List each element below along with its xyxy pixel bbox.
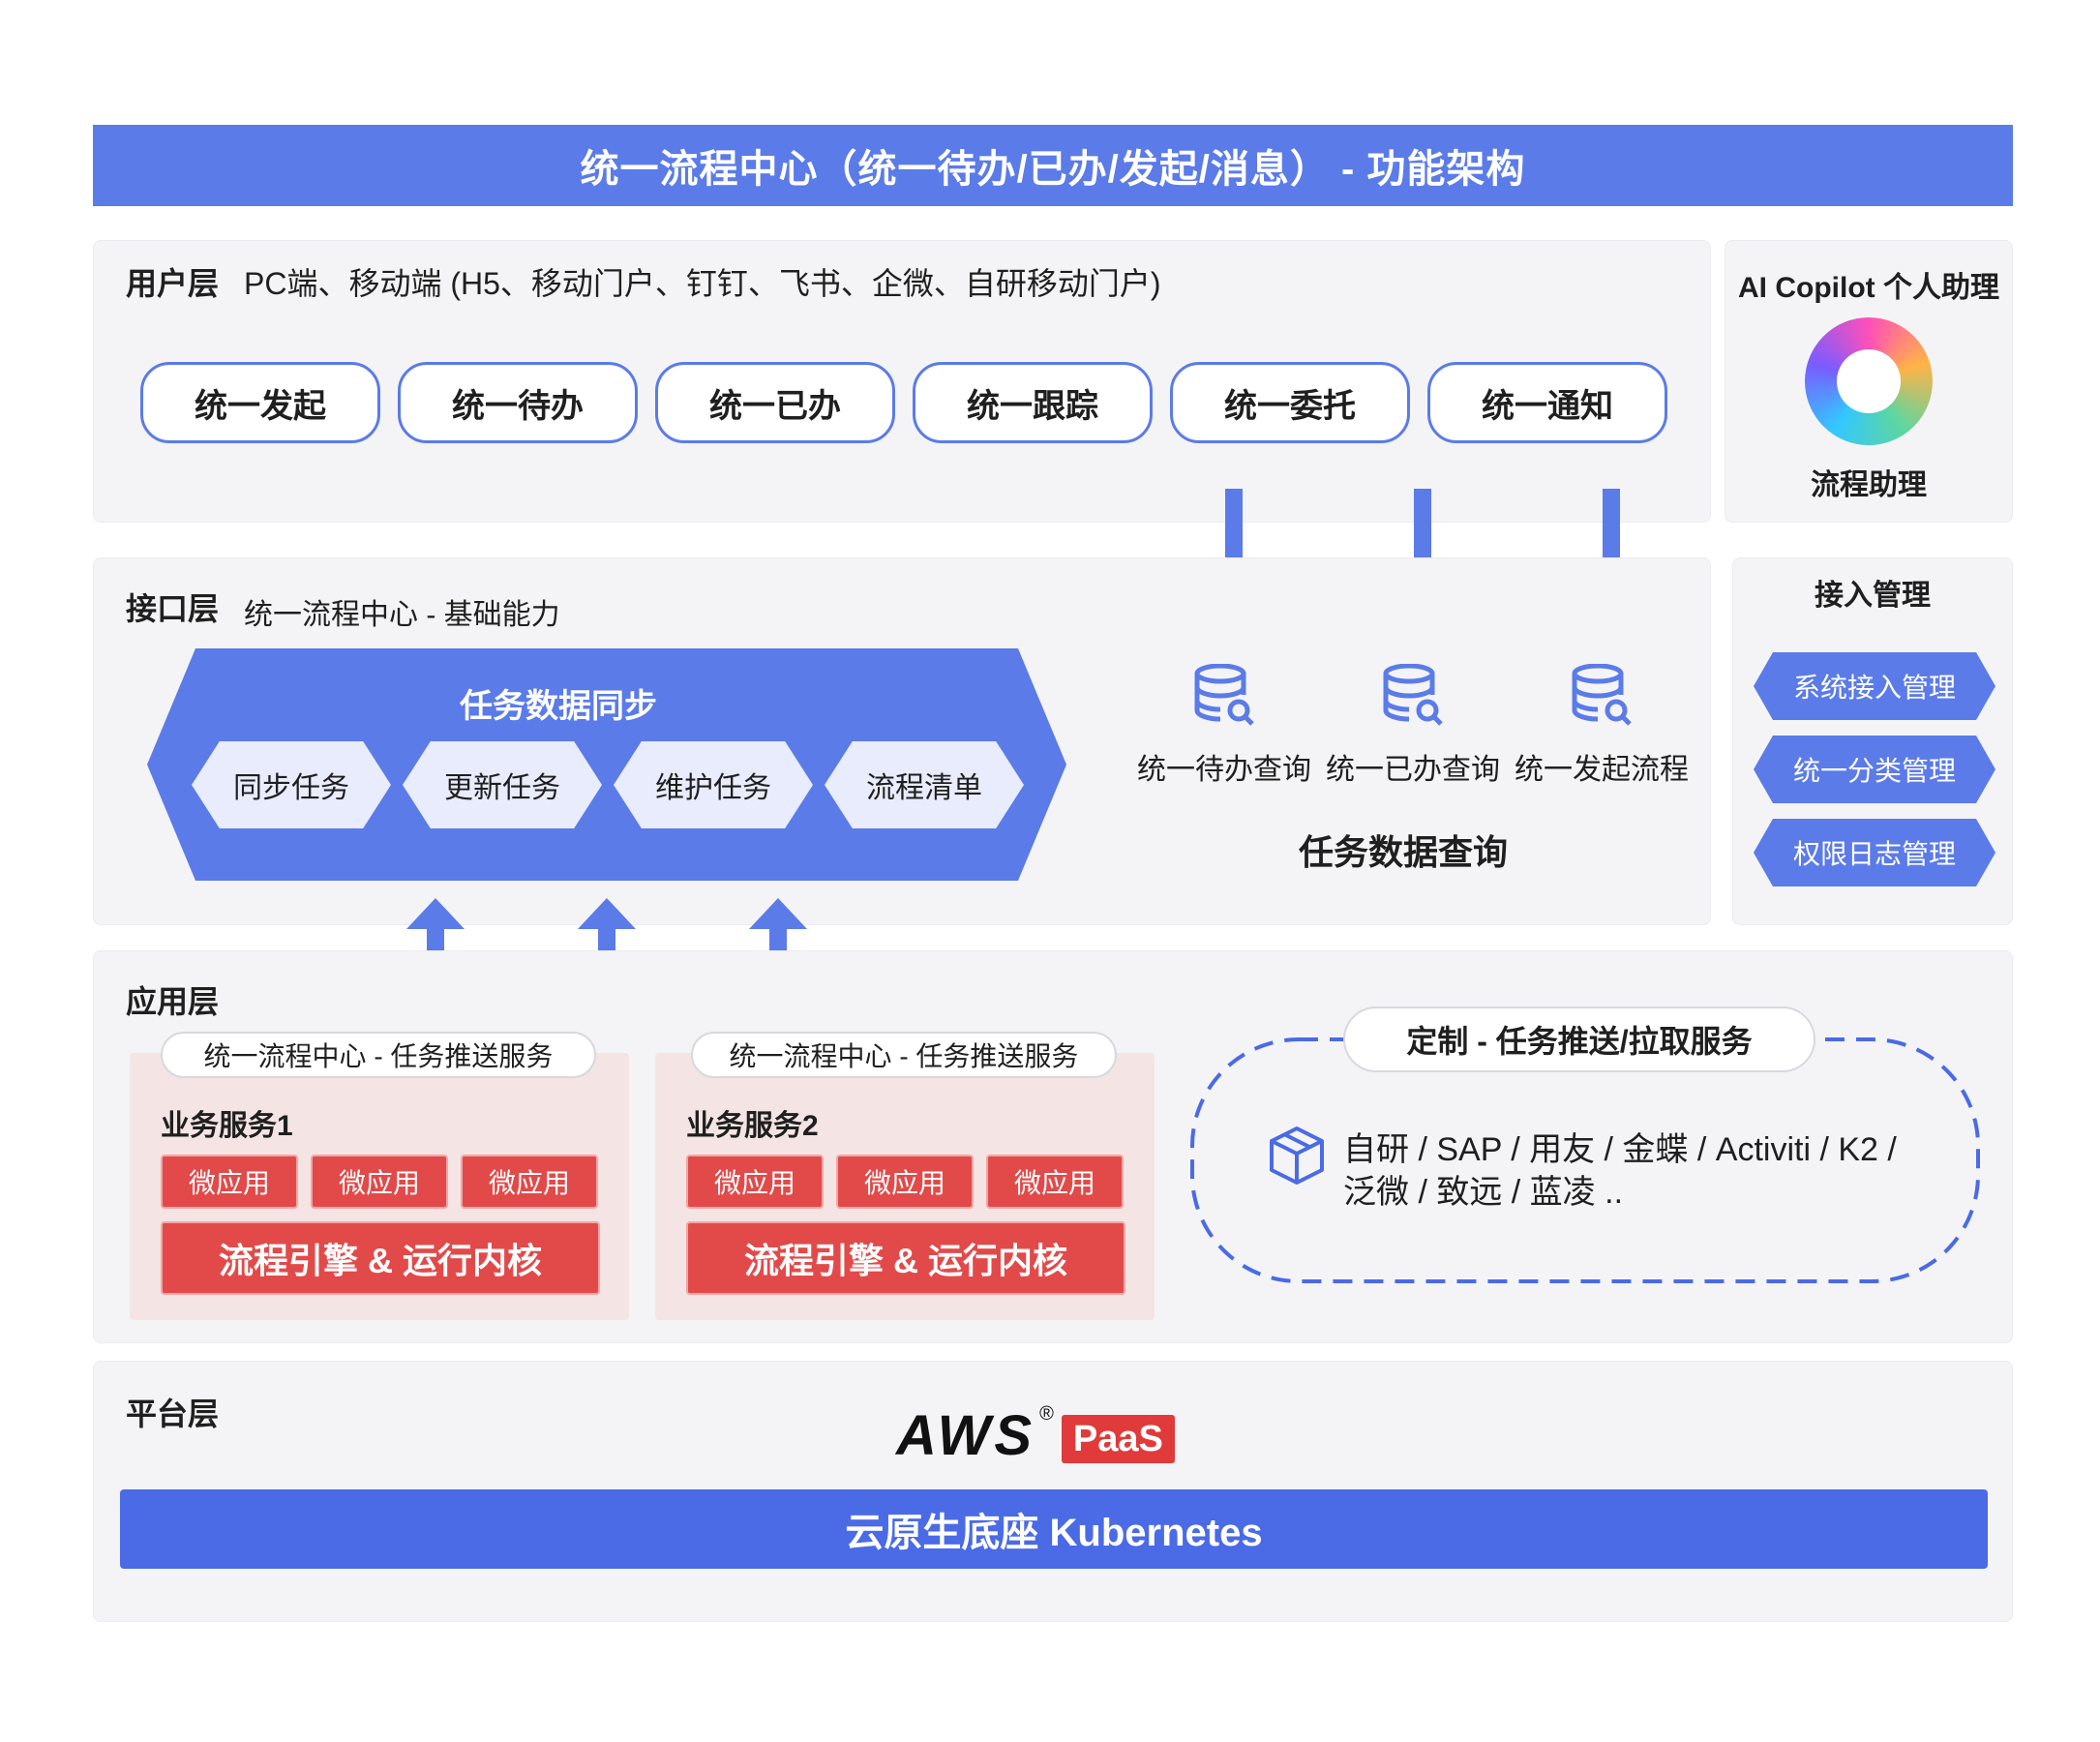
- sync-item-update-task[interactable]: 更新任务: [403, 741, 602, 828]
- database-search-icon: [1194, 664, 1254, 726]
- custom-vendors-line-2: 泛微 / 致远 / 蓝凌 ..: [1343, 1174, 1624, 1211]
- sync-item-maintain-task[interactable]: 维护任务: [614, 741, 813, 828]
- engine-runtime-button[interactable]: 流程引擎 & 运行内核: [161, 1221, 600, 1295]
- sync-item-process-list[interactable]: 流程清单: [825, 741, 1024, 828]
- pill-unified-track[interactable]: 统一跟踪: [913, 362, 1153, 443]
- registered-mark: ®: [1039, 1403, 1054, 1425]
- platform-layer-label: 平台层: [126, 1397, 220, 1431]
- query-item-start[interactable]: 统一发起流程: [1515, 754, 1689, 786]
- engine-runtime-button[interactable]: 流程引擎 & 运行内核: [686, 1221, 1125, 1295]
- task-query-title: 任务数据查询: [1298, 832, 1508, 872]
- page-title: 统一流程中心（统一待办/已办/发起/消息） - 功能架构: [93, 125, 2013, 206]
- micro-app-button[interactable]: 微应用: [161, 1155, 298, 1209]
- pill-unified-start[interactable]: 统一发起: [140, 362, 380, 443]
- micro-app-button[interactable]: 微应用: [836, 1155, 974, 1209]
- ai-assistant-label: 流程助理: [1811, 469, 1927, 501]
- task-sync-hexagon: [147, 648, 1066, 881]
- aws-paas-logo: AWS ® PaaS: [896, 1403, 1175, 1467]
- query-item-todo[interactable]: 统一待办查询: [1137, 754, 1311, 786]
- aws-logo-text: AWS: [896, 1404, 1036, 1467]
- ai-copilot-title: AI Copilot 个人助理: [1738, 272, 1999, 304]
- access-system-button[interactable]: 系统接入管理: [1754, 652, 1995, 720]
- kubernetes-base-bar: 云原生底座 Kubernetes: [120, 1489, 1988, 1569]
- task-sync-title: 任务数据同步: [460, 688, 657, 725]
- sync-item-sync-task[interactable]: 同步任务: [192, 741, 391, 828]
- ai-logo-icon[interactable]: [1805, 317, 1933, 445]
- pill-unified-todo[interactable]: 统一待办: [398, 362, 638, 443]
- micro-app-button[interactable]: 微应用: [461, 1155, 598, 1209]
- pill-unified-delegate[interactable]: 统一委托: [1170, 362, 1410, 443]
- service-tab-2[interactable]: 统一流程中心 - 任务推送服务: [691, 1032, 1117, 1078]
- micro-app-button[interactable]: 微应用: [986, 1155, 1124, 1209]
- service-tab-1[interactable]: 统一流程中心 - 任务推送服务: [161, 1032, 596, 1078]
- pill-unified-notify[interactable]: 统一通知: [1427, 362, 1667, 443]
- access-mgmt-title: 接入管理: [1815, 580, 1931, 612]
- service-name-2: 业务服务2: [686, 1110, 819, 1142]
- pill-unified-done[interactable]: 统一已办: [655, 362, 895, 443]
- app-layer-label: 应用层: [126, 984, 220, 1019]
- user-layer-label: 用户层: [126, 266, 220, 301]
- service-name-1: 业务服务1: [161, 1110, 293, 1142]
- paas-badge: PaaS: [1061, 1415, 1175, 1463]
- access-permission-log-button[interactable]: 权限日志管理: [1754, 819, 1995, 886]
- query-item-done[interactable]: 统一已办查询: [1326, 754, 1500, 786]
- interface-layer-desc: 统一流程中心 - 基础能力: [244, 599, 560, 631]
- database-search-icon: [1383, 664, 1443, 726]
- custom-vendors-line-1: 自研 / SAP / 用友 / 金蝶 / Activiti / K2 /: [1343, 1131, 1897, 1168]
- user-layer-desc: PC端、移动端 (H5、移动门户、钉钉、飞书、企微、自研移动门户): [244, 266, 1161, 301]
- database-search-icon: [1572, 664, 1632, 726]
- access-category-button[interactable]: 统一分类管理: [1754, 736, 1995, 803]
- interface-layer-label: 接口层: [126, 591, 220, 626]
- micro-app-button[interactable]: 微应用: [311, 1155, 448, 1209]
- custom-service-title[interactable]: 定制 - 任务推送/拉取服务: [1343, 1006, 1815, 1072]
- micro-app-button[interactable]: 微应用: [686, 1155, 824, 1209]
- package-box-icon: [1270, 1126, 1324, 1185]
